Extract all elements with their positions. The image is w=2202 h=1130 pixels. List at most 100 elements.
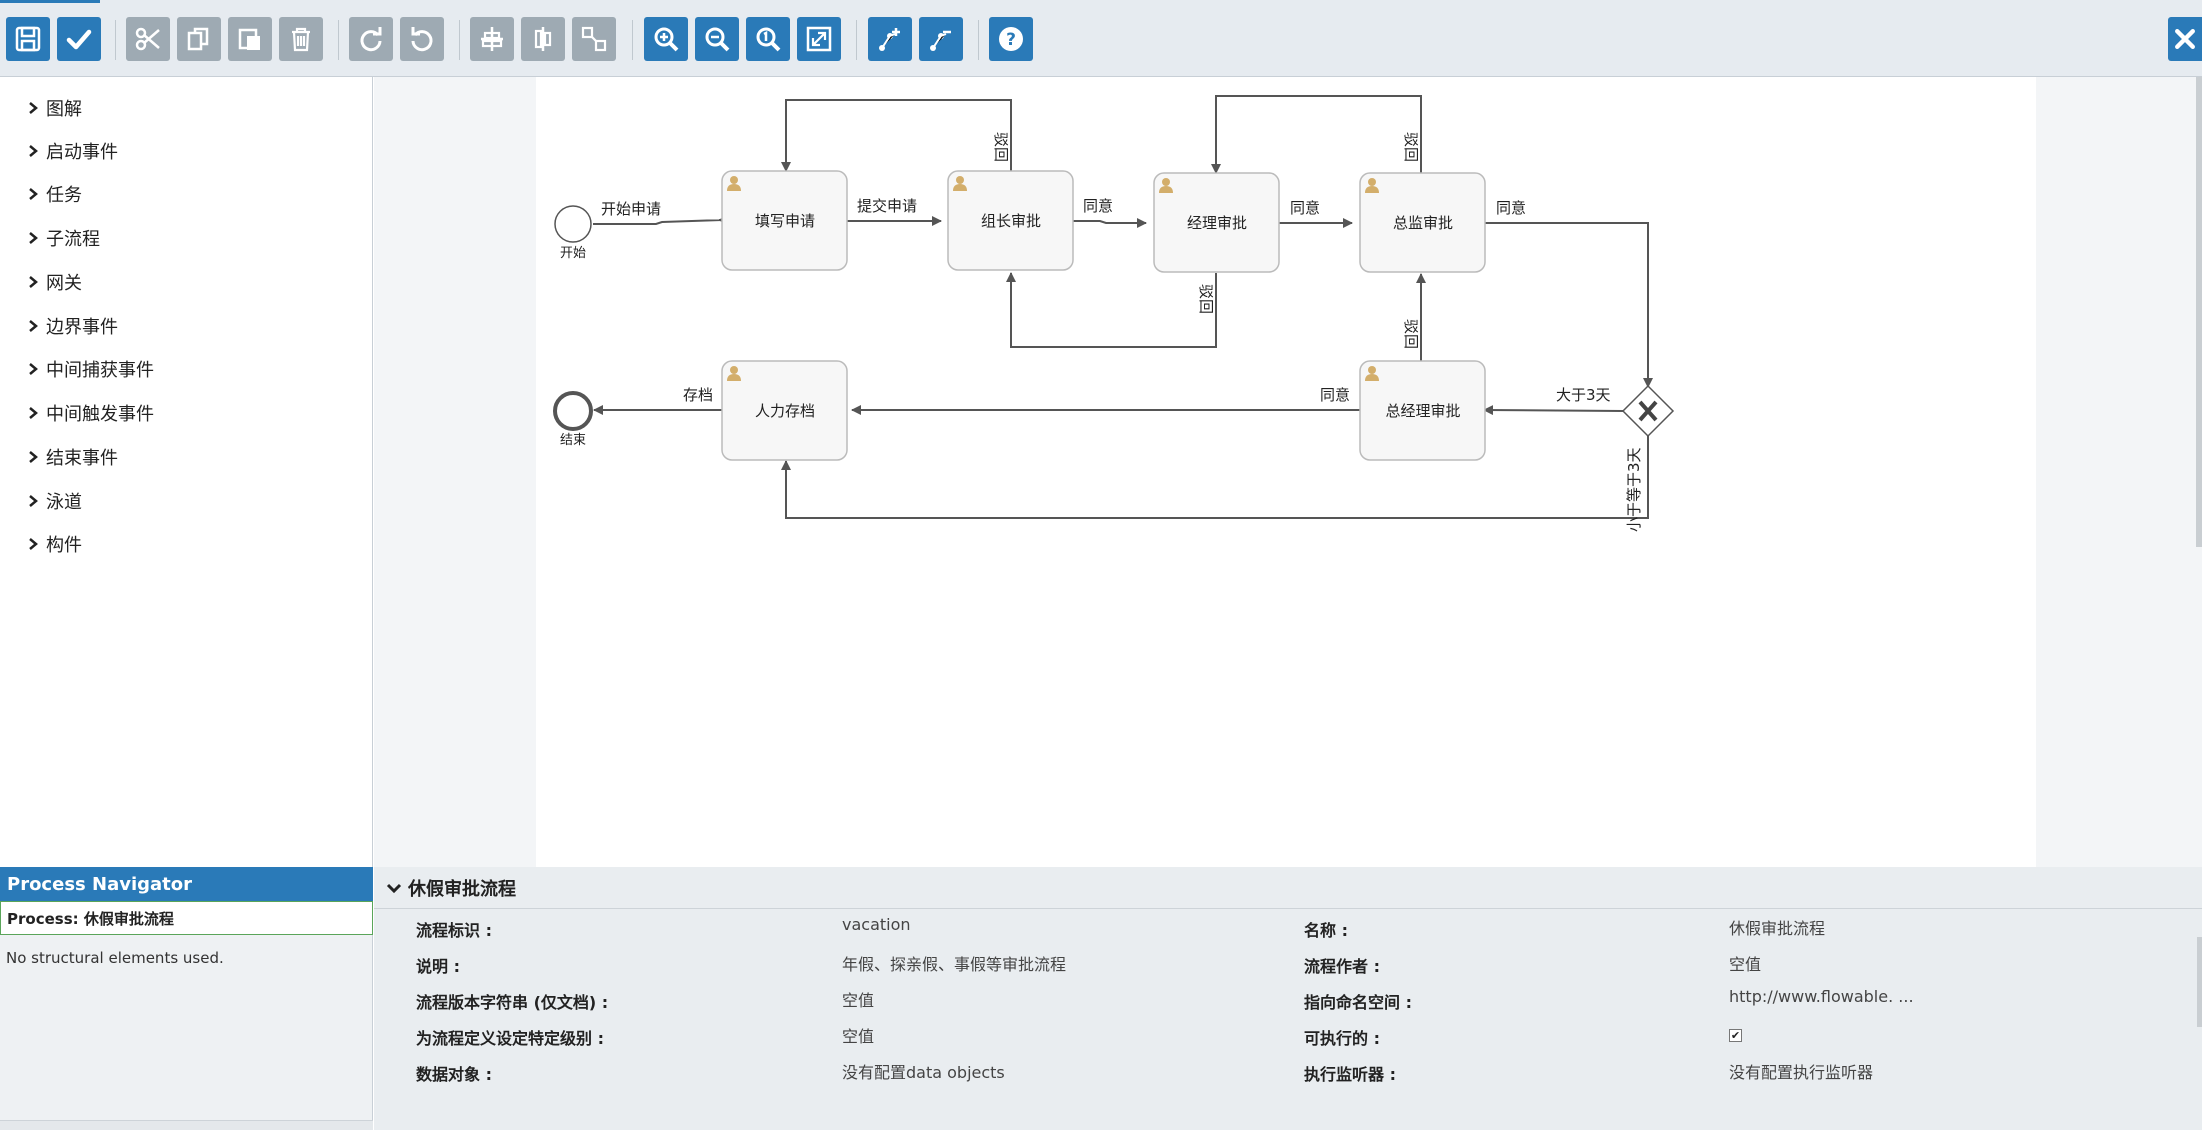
task-leader-approval[interactable]: 组长审批 [947,170,1074,271]
flow-label: 同意 [1320,386,1350,404]
flow-label: 同意 [1496,199,1526,217]
align-horizontal-button[interactable] [521,17,565,61]
flow-label: 驳回 [1197,284,1215,314]
align-vertical-button[interactable] [470,17,514,61]
task-label: 组长审批 [981,212,1041,230]
palette-group-end-events[interactable]: 结束事件 [26,442,118,472]
flow-gateway-more-3-days[interactable] [1483,405,1624,416]
task-label: 经理审批 [1187,214,1247,232]
help-icon: ? [999,27,1023,51]
task-label: 人力存档 [755,402,815,420]
end-event[interactable] [553,391,593,431]
prop-value-namespace[interactable]: http://www.flowable. ... [1729,987,1914,1006]
save-button[interactable] [6,17,50,61]
properties-panel: 休假审批流程 流程标识 : vacation 说明 : 年假、探亲假、事假等审批… [374,867,2202,1130]
prop-label-author: 流程作者 : [1304,957,1380,976]
flow-gateway-less-eq-3-days[interactable] [781,434,1649,519]
palette-group-boundary-events[interactable]: 边界事件 [26,311,118,341]
flow-director-agree[interactable] [1485,222,1653,388]
validate-button[interactable] [57,17,101,61]
chevron-right-icon [29,276,38,288]
task-gm-approval[interactable]: 总经理审批 [1359,360,1486,461]
properties-scrollbar[interactable] [2197,937,2202,1027]
zoom-in-button[interactable] [644,17,688,61]
palette-group-tasks[interactable]: 任务 [26,179,82,209]
start-event-label: 开始 [560,246,586,261]
toolbar: ? [0,0,2202,77]
diagram-canvas[interactable]: 开始 结束 填写申请 组长审批 经理审批 [536,77,2036,867]
flow-director-reject[interactable] [1211,95,1422,174]
zoom-actual-button[interactable] [746,17,790,61]
palette-group-label: 启动事件 [46,142,118,163]
task-hr-archive[interactable]: 人力存档 [721,360,848,461]
close-button[interactable] [2168,17,2202,61]
chevron-right-icon [29,495,38,507]
flow-leader-agree[interactable] [1073,218,1147,228]
start-event[interactable] [554,205,592,243]
palette-group-intermediate-throw[interactable]: 中间触发事件 [26,398,154,428]
flow-label: 开始申请 [601,200,661,218]
cut-button[interactable] [126,17,170,61]
delete-button[interactable] [279,17,323,61]
navigator-process-item[interactable]: Process: 休假审批流程 [0,901,373,935]
prop-value-executable-checkbox[interactable]: ✔ [1729,1029,1742,1042]
zoom-out-button[interactable] [695,17,739,61]
palette-group-artifacts[interactable]: 构件 [26,529,82,559]
prop-value-process-level[interactable]: 空值 [842,1027,875,1046]
prop-value-description[interactable]: 年假、探亲假、事假等审批流程 [842,955,1067,974]
trash-icon [292,27,310,52]
prop-value-author[interactable]: 空值 [1729,955,1762,974]
toolbar-separator [632,20,633,60]
navigator-empty-message: No structural elements used. [6,949,224,967]
zoom-out-icon [705,27,730,52]
task-director-approval[interactable]: 总监审批 [1359,172,1486,273]
undo-button[interactable] [400,17,444,61]
zoom-fit-icon [806,26,832,52]
zoom-fit-button[interactable] [797,17,841,61]
vertical-scrollbar[interactable] [2196,77,2202,547]
prop-value-process-id[interactable]: vacation [842,915,911,934]
task-manager-approval[interactable]: 经理审批 [1153,172,1280,273]
exclusive-gateway[interactable] [1621,384,1675,438]
task-label: 总监审批 [1393,214,1453,232]
zoom-in-icon [654,27,679,52]
navigator-footer [0,1120,373,1130]
canvas-area: 开始 结束 填写申请 组长审批 经理审批 [374,77,2202,867]
palette-group-start-events[interactable]: 启动事件 [26,136,118,166]
toolbar-separator [978,20,979,60]
prop-value-execution-listeners[interactable]: 没有配置执行监听器 [1729,1063,1874,1082]
properties-header[interactable]: 休假审批流程 [374,867,2202,909]
palette-group-gateways[interactable]: 网关 [26,267,82,297]
same-size-button[interactable] [572,17,616,61]
task-label: 填写申请 [755,212,815,230]
flow-manager-reject[interactable] [1006,272,1217,348]
palette-group-swimlanes[interactable]: 泳道 [26,486,82,516]
copy-button[interactable] [177,17,221,61]
prop-label-process-id: 流程标识 : [416,921,492,940]
paste-button[interactable] [228,17,272,61]
prop-value-data-objects[interactable]: 没有配置data objects [842,1063,1005,1082]
remove-bendpoint-button[interactable] [919,17,963,61]
flow-leader-reject[interactable] [781,99,1012,172]
shape-palette: 图解 启动事件 任务 子流程 网关 边界事件 中间捕获事件 中间触发事件 结束事… [0,77,373,867]
properties-title: 休假审批流程 [408,878,516,900]
prop-value-version[interactable]: 空值 [842,991,875,1010]
add-bendpoint-button[interactable] [868,17,912,61]
flow-label: 驳回 [1402,132,1420,162]
palette-group-intermediate-catch[interactable]: 中间捕获事件 [26,354,154,384]
flow-start-apply[interactable] [593,215,728,225]
palette-group-subprocess[interactable]: 子流程 [26,223,100,253]
align-horizontal-icon [534,27,552,51]
prop-label-namespace: 指向命名空间 : [1304,993,1412,1012]
task-fill-application[interactable]: 填写申请 [721,170,848,271]
chevron-right-icon [29,538,38,550]
add-bendpoint-icon [879,28,900,51]
chevron-right-icon [29,102,38,114]
bpmn-diagram: 开始 结束 填写申请 组长审批 经理审批 [553,95,1675,532]
gateway-x-icon [1638,400,1658,422]
help-button[interactable]: ? [989,17,1033,61]
prop-value-name[interactable]: 休假审批流程 [1729,919,1826,938]
redo-button[interactable] [349,17,393,61]
palette-group-diagram[interactable]: 图解 [26,93,82,123]
